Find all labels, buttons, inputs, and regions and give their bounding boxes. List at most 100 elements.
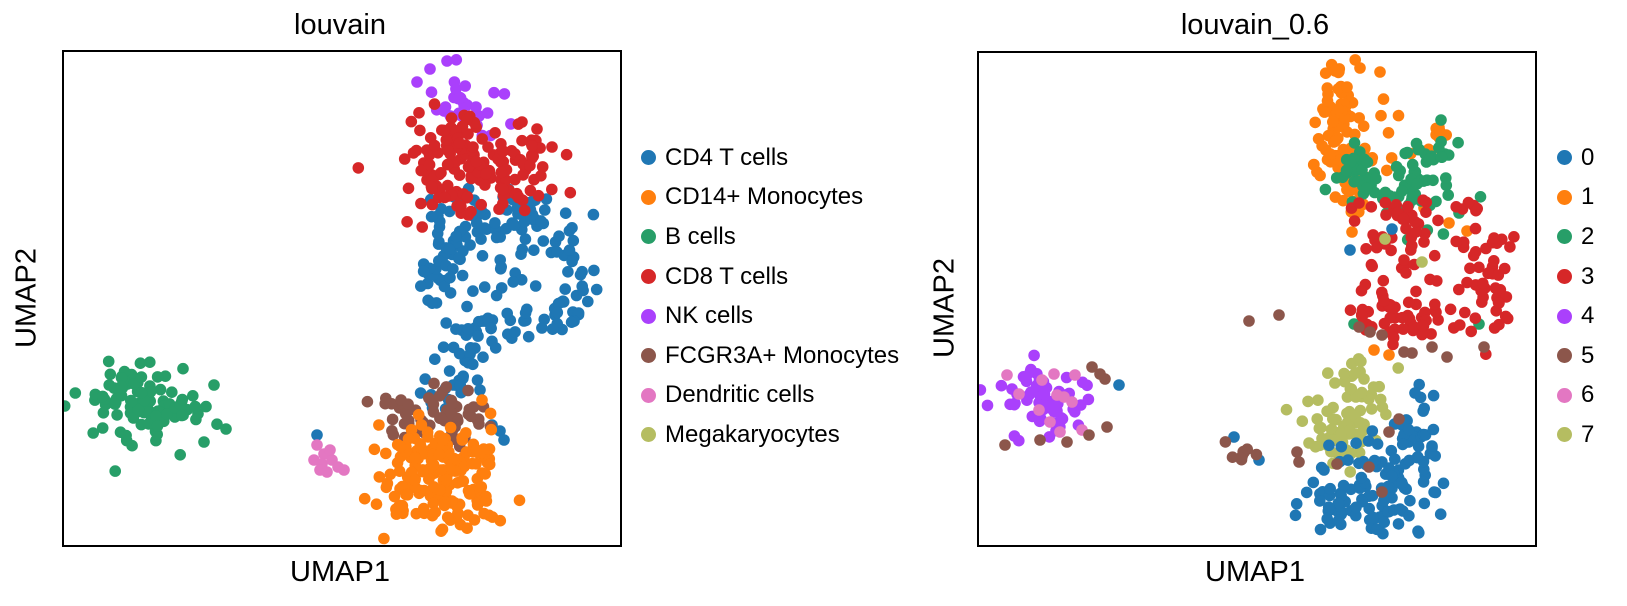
data-point [1353, 446, 1366, 459]
data-point [435, 167, 447, 179]
legend-label: 2 [1581, 222, 1595, 250]
data-point [64, 400, 71, 412]
data-point [1461, 276, 1473, 289]
data-point [1427, 423, 1440, 436]
data-point [1355, 309, 1368, 322]
data-point [1469, 312, 1482, 325]
data-point [1354, 62, 1366, 74]
data-point [1478, 341, 1490, 353]
data-point [1329, 135, 1341, 148]
legend-marker-icon [641, 269, 656, 285]
data-point [537, 235, 550, 247]
data-point [161, 408, 173, 421]
data-point [1350, 509, 1362, 522]
data-point [370, 498, 383, 511]
data-point [1314, 495, 1326, 507]
data-point [1442, 189, 1454, 201]
data-point [1364, 326, 1376, 338]
data-point [490, 289, 503, 302]
data-point [1373, 380, 1385, 393]
data-point [995, 379, 1008, 392]
data-point [441, 55, 453, 67]
data-point [490, 231, 503, 244]
data-point [321, 466, 333, 478]
data-point [187, 390, 199, 402]
data-point [470, 155, 483, 168]
data-point [1043, 431, 1056, 443]
data-point [1376, 486, 1388, 498]
data-point [415, 164, 428, 177]
data-point [1462, 196, 1475, 209]
data-point [1452, 136, 1464, 149]
data-point [386, 413, 399, 426]
data-point [409, 452, 422, 464]
data-point [1081, 379, 1093, 392]
legend-label: Megakaryocytes [665, 420, 840, 448]
data-point [1048, 368, 1060, 380]
legend-label: NK cells [665, 302, 754, 330]
data-point [1426, 440, 1438, 452]
data-point [142, 418, 155, 430]
data-point [1036, 374, 1048, 386]
data-point [1332, 497, 1345, 510]
data-point [532, 189, 545, 202]
data-point [1501, 312, 1514, 325]
data-point [1113, 379, 1125, 391]
data-point [1390, 160, 1403, 173]
panel-louvain06-plot-area [977, 51, 1537, 547]
data-point [488, 86, 500, 99]
data-point [475, 198, 488, 211]
data-point [373, 419, 385, 431]
data-point [200, 400, 212, 413]
data-point [1416, 319, 1429, 332]
legend-label: 4 [1581, 302, 1595, 330]
data-point [311, 429, 323, 441]
data-point [461, 191, 474, 203]
data-point [553, 230, 565, 242]
data-point [1020, 371, 1032, 384]
data-point [1469, 222, 1482, 235]
data-point [1350, 501, 1362, 514]
legend-label: Dendritic cells [665, 381, 815, 409]
data-point [1406, 347, 1418, 359]
data-point [1429, 298, 1441, 311]
data-point [378, 532, 390, 545]
data-point [1482, 267, 1494, 280]
data-point [1344, 304, 1357, 316]
legend-marker-icon [641, 348, 656, 364]
data-point [1444, 303, 1457, 316]
data-point [1311, 413, 1323, 425]
data-point [1473, 261, 1485, 274]
data-point [361, 395, 374, 408]
data-point [1009, 397, 1021, 410]
data-point [1355, 284, 1368, 297]
data-point [423, 392, 435, 404]
data-point [1273, 309, 1285, 321]
data-point [551, 306, 564, 319]
data-point [446, 397, 459, 410]
data-point [1435, 151, 1448, 163]
data-point [1434, 508, 1447, 520]
data-point [455, 200, 467, 213]
data-point [588, 264, 600, 277]
data-point [1293, 456, 1305, 468]
data-point [154, 383, 167, 396]
data-point [198, 436, 210, 448]
data-point [1396, 311, 1409, 324]
data-point [442, 145, 455, 157]
legend-label: CD8 T cells [665, 262, 789, 290]
data-point [497, 183, 509, 196]
data-point [1396, 438, 1409, 451]
data-point [1385, 152, 1398, 164]
data-point [1316, 140, 1328, 152]
data-point [417, 265, 430, 278]
data-point [1443, 217, 1455, 229]
data-point [1307, 476, 1320, 489]
data-point [96, 390, 109, 403]
data-point [1314, 523, 1327, 536]
data-point [1028, 349, 1040, 362]
panel-louvain06-title: louvain_0.6 [1180, 9, 1330, 41]
data-point [1308, 158, 1320, 171]
data-point [1380, 209, 1392, 221]
data-point [981, 399, 994, 412]
